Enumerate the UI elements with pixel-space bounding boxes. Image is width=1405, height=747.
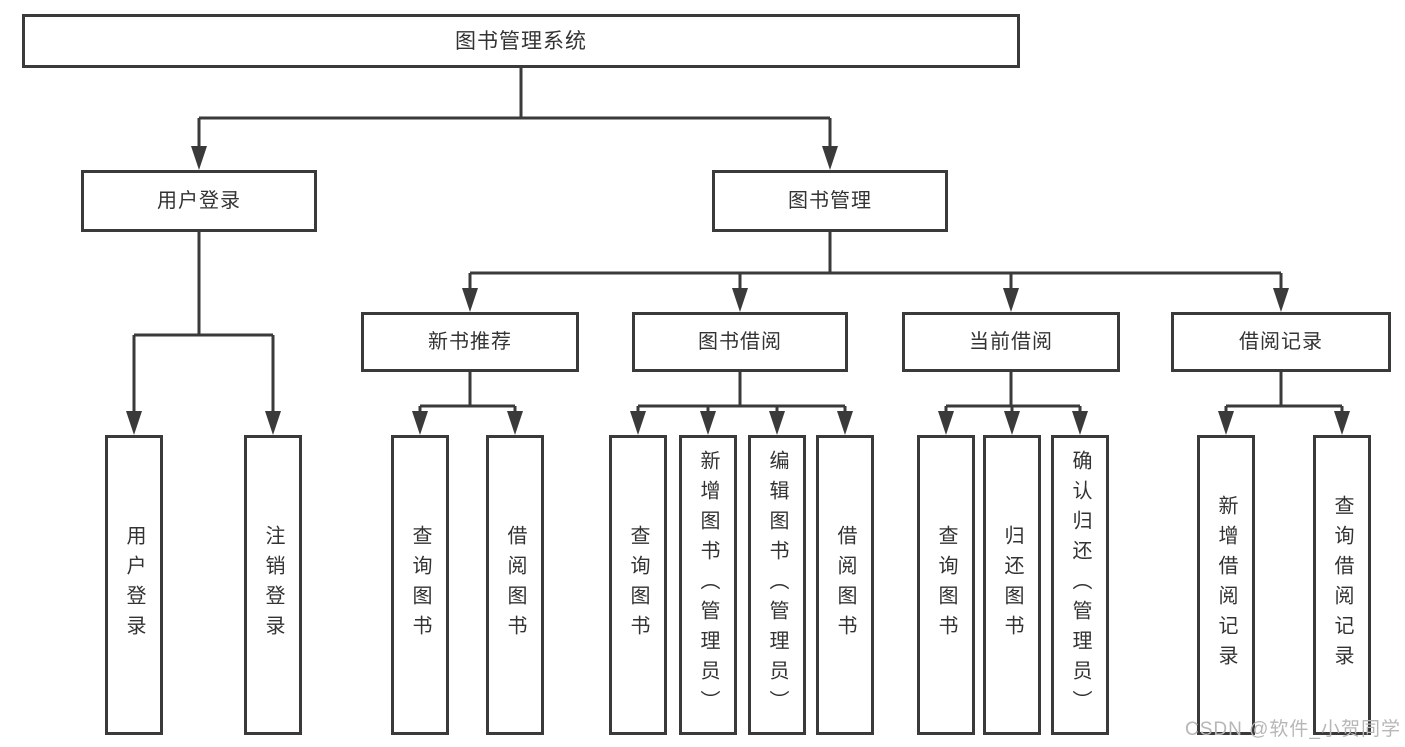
node-new-book-recommend: 新书推荐 bbox=[361, 312, 579, 372]
leaf-query-books-recommend-label: 查询图书 bbox=[409, 525, 431, 645]
leaf-query-borrow-record: 查询借阅记录 bbox=[1313, 435, 1371, 735]
leaf-return-books-label: 归还图书 bbox=[1001, 525, 1023, 645]
node-current-borrow: 当前借阅 bbox=[902, 312, 1120, 372]
leaf-return-books: 归还图书 bbox=[983, 435, 1041, 735]
node-library-system: 图书管理系统 bbox=[22, 14, 1020, 68]
watermark: CSDN @软件_小贺同学 bbox=[1185, 719, 1401, 740]
node-book-borrow-label: 图书借阅 bbox=[698, 331, 782, 353]
leaf-borrow-books-recommend: 借阅图书 bbox=[486, 435, 544, 735]
leaf-query-books-recommend: 查询图书 bbox=[391, 435, 449, 735]
node-book-management-label: 图书管理 bbox=[788, 190, 872, 212]
leaf-logout-label: 注销登录 bbox=[262, 525, 284, 645]
leaf-borrow-books: 借阅图书 bbox=[816, 435, 874, 735]
leaf-borrow-books-recommend-label: 借阅图书 bbox=[504, 525, 526, 645]
node-user-login-label: 用户登录 bbox=[157, 190, 241, 212]
leaf-query-books-borrow-label: 查询图书 bbox=[627, 525, 649, 645]
leaf-add-books-admin-label: 新增图书（管理员） bbox=[697, 450, 719, 720]
leaf-add-borrow-record: 新增借阅记录 bbox=[1197, 435, 1255, 735]
leaf-query-books-current-label: 查询图书 bbox=[935, 525, 957, 645]
node-borrow-records-label: 借阅记录 bbox=[1239, 331, 1323, 353]
leaf-logout: 注销登录 bbox=[244, 435, 302, 735]
leaf-confirm-return-admin: 确认归还（管理员） bbox=[1051, 435, 1109, 735]
leaf-borrow-books-label: 借阅图书 bbox=[834, 525, 856, 645]
leaf-query-books-borrow: 查询图书 bbox=[609, 435, 667, 735]
leaf-add-borrow-record-label: 新增借阅记录 bbox=[1215, 495, 1237, 675]
leaf-edit-books-admin: 编辑图书（管理员） bbox=[748, 435, 806, 735]
leaf-add-books-admin: 新增图书（管理员） bbox=[679, 435, 737, 735]
node-current-borrow-label: 当前借阅 bbox=[969, 331, 1053, 353]
leaf-query-books-current: 查询图书 bbox=[917, 435, 975, 735]
node-library-system-label: 图书管理系统 bbox=[455, 29, 587, 53]
leaf-query-borrow-record-label: 查询借阅记录 bbox=[1331, 495, 1353, 675]
leaf-user-login: 用户登录 bbox=[105, 435, 163, 735]
node-borrow-records: 借阅记录 bbox=[1171, 312, 1391, 372]
node-new-book-recommend-label: 新书推荐 bbox=[428, 331, 512, 353]
node-book-borrow: 图书借阅 bbox=[632, 312, 848, 372]
node-book-management: 图书管理 bbox=[712, 170, 948, 232]
leaf-user-login-label: 用户登录 bbox=[123, 525, 145, 645]
node-user-login: 用户登录 bbox=[81, 170, 317, 232]
leaf-edit-books-admin-label: 编辑图书（管理员） bbox=[766, 450, 788, 720]
leaf-confirm-return-admin-label: 确认归还（管理员） bbox=[1069, 450, 1091, 720]
